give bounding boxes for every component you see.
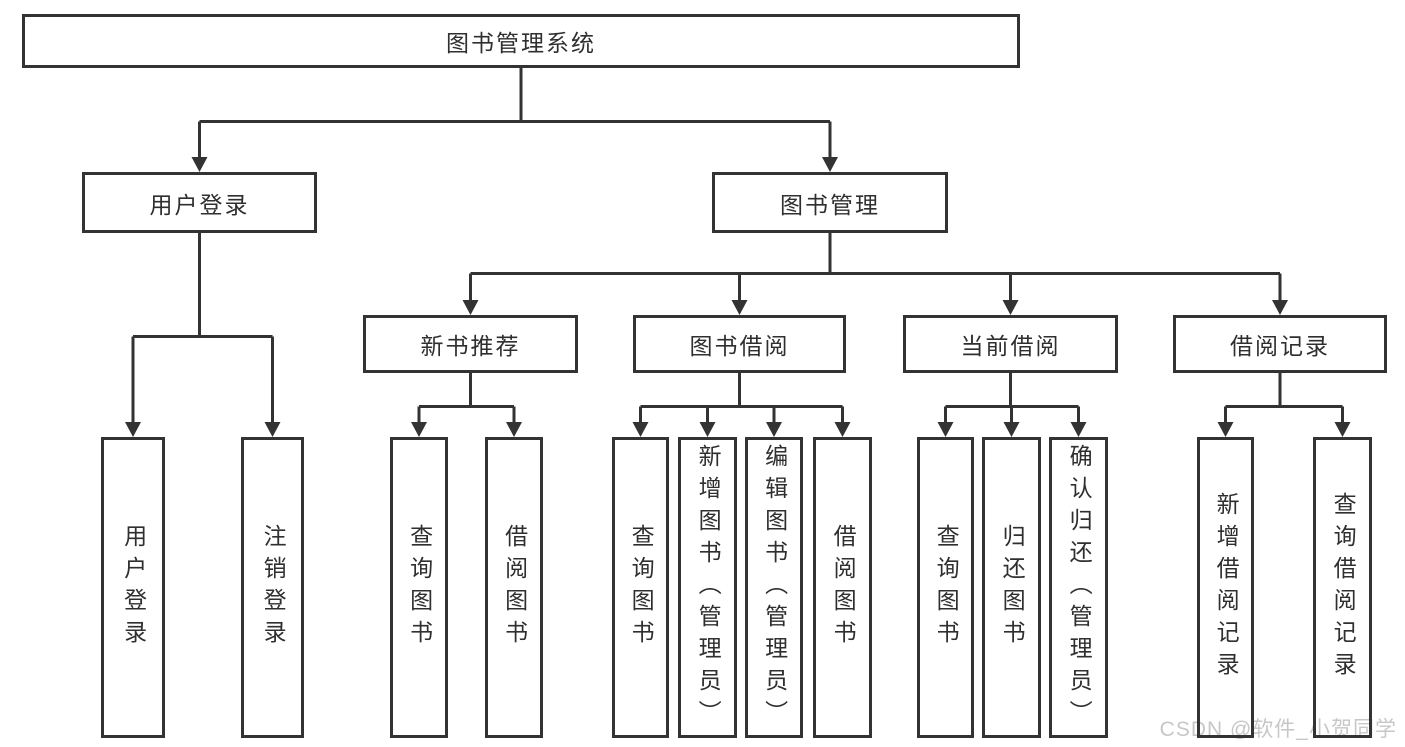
- node-book-borrow-label: 图书借阅: [689, 333, 790, 359]
- leaf-label: 查询图书: [933, 523, 960, 652]
- node-book-management: 图书管理: [712, 172, 948, 233]
- arrow-down-icon: [1003, 422, 1020, 437]
- arrow-down-icon: [1272, 300, 1288, 315]
- arrow-down-icon: [1070, 422, 1087, 437]
- leaf-add-book-admin: 新增图书（管理员）: [678, 437, 737, 738]
- node-user-login: 用户登录: [82, 172, 317, 233]
- arrow-down-icon: [632, 422, 649, 437]
- leaf-label: 借阅图书: [501, 523, 528, 652]
- arrow-down-icon: [1002, 300, 1019, 315]
- arrow-down-icon: [834, 422, 851, 437]
- leaf-label: 查询图书: [406, 523, 433, 652]
- leaf-label: 确认归还（管理员）: [1066, 443, 1093, 732]
- leaf-label: 新增图书（管理员）: [695, 443, 722, 732]
- leaf-borrow-books-recommend: 借阅图书: [485, 437, 543, 738]
- leaf-borrow-books: 借阅图书: [813, 437, 872, 738]
- leaf-query-books-current: 查询图书: [917, 437, 974, 738]
- leaf-query-books-borrow: 查询图书: [612, 437, 669, 738]
- connector-book-management: [469, 233, 1282, 300]
- leaf-query-books-recommend: 查询图书: [390, 437, 448, 738]
- node-current-borrow-label: 当前借阅: [960, 333, 1061, 359]
- leaf-label: 用户登录: [120, 523, 147, 652]
- arrow-down-icon: [264, 422, 281, 437]
- arrow-down-icon: [1217, 422, 1234, 437]
- node-root-label: 图书管理系统: [446, 30, 596, 56]
- arrow-down-icon: [191, 157, 208, 172]
- leaf-label: 查询图书: [628, 523, 655, 652]
- arrow-down-icon: [766, 422, 782, 437]
- leaf-label: 查询借阅记录: [1330, 491, 1357, 684]
- leaf-label: 借阅图书: [830, 523, 857, 652]
- connector-current-borrow: [944, 373, 1080, 422]
- node-book-management-label: 图书管理: [780, 191, 880, 218]
- arrow-down-icon: [699, 422, 716, 437]
- node-book-borrow: 图书借阅: [633, 315, 846, 373]
- node-borrow-records: 借阅记录: [1173, 315, 1387, 373]
- connector-root: [198, 68, 832, 158]
- leaf-user-login: 用户登录: [101, 437, 165, 738]
- leaf-label: 注销登录: [260, 523, 287, 652]
- arrow-down-icon: [822, 157, 838, 172]
- leaf-query-borrow-record: 查询借阅记录: [1313, 437, 1372, 738]
- leaf-logout: 注销登录: [241, 437, 304, 738]
- arrow-down-icon: [411, 422, 427, 437]
- arrow-down-icon: [125, 422, 141, 437]
- csdn-watermark: CSDN @软件_小贺同学: [1159, 718, 1397, 741]
- arrow-down-icon: [462, 300, 479, 315]
- leaf-confirm-return-admin: 确认归还（管理员）: [1049, 437, 1108, 738]
- arrow-down-icon: [506, 422, 522, 437]
- node-root: 图书管理系统: [22, 14, 1020, 68]
- leaf-edit-book-admin: 编辑图书（管理员）: [745, 437, 803, 738]
- leaf-label: 编辑图书（管理员）: [761, 443, 788, 732]
- leaf-label: 归还图书: [999, 523, 1026, 652]
- node-new-book-recommend: 新书推荐: [363, 315, 578, 373]
- node-user-login-label: 用户登录: [149, 191, 250, 218]
- arrow-down-icon: [731, 300, 748, 315]
- node-new-book-recommend-label: 新书推荐: [420, 333, 521, 359]
- leaf-return-books: 归还图书: [982, 437, 1041, 738]
- connector-borrow-records: [1224, 373, 1344, 422]
- connector-new-book-recommend: [417, 373, 516, 422]
- arrow-down-icon: [937, 422, 954, 437]
- connector-user-login: [131, 233, 274, 423]
- leaf-label: 新增借阅记录: [1213, 491, 1240, 684]
- node-current-borrow: 当前借阅: [903, 315, 1118, 373]
- leaf-add-borrow-record: 新增借阅记录: [1197, 437, 1254, 738]
- arrow-down-icon: [1334, 422, 1351, 437]
- node-borrow-records-label: 借阅记录: [1230, 333, 1330, 359]
- connector-book-borrow: [639, 373, 844, 422]
